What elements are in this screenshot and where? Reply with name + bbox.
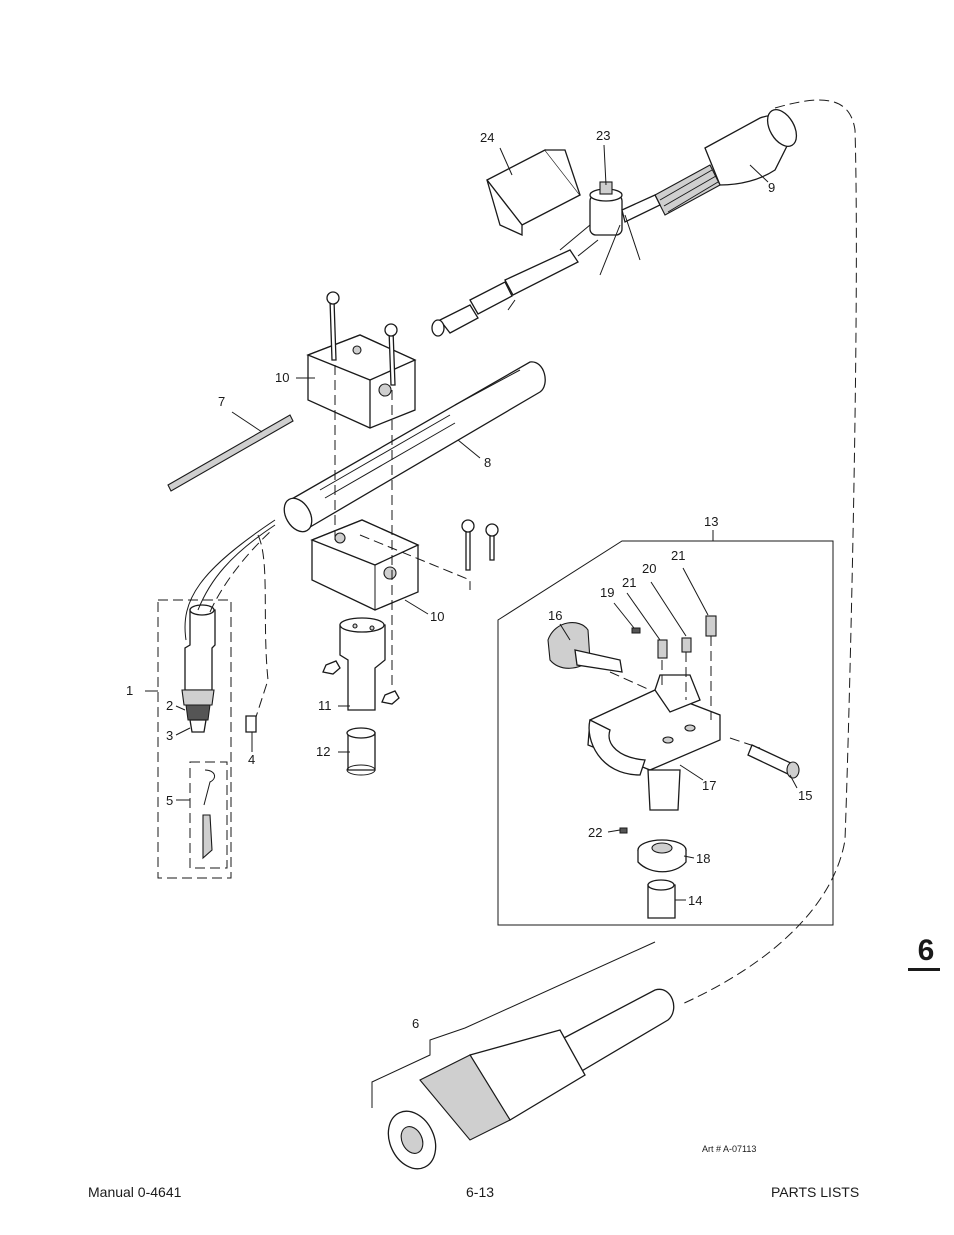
callout-8: 8 — [484, 455, 491, 470]
footer-page-number: 6-13 — [466, 1184, 495, 1200]
callout-5: 5 — [166, 793, 173, 808]
art-number: Art # A-07113 — [702, 1144, 756, 1154]
leader-lines — [145, 144, 798, 901]
callout-12: 12 — [316, 744, 330, 759]
callout-16: 16 — [548, 608, 562, 623]
callout-7: 7 — [218, 394, 225, 409]
part-13-mount-group — [497, 540, 834, 926]
callout-23: 23 — [596, 128, 610, 143]
callout-18: 18 — [696, 851, 710, 866]
callout-17: 17 — [702, 778, 716, 793]
footer-section-title: PARTS LISTS — [771, 1184, 860, 1200]
part-11-mounting-post — [322, 617, 400, 711]
part-12-sleeve — [346, 727, 376, 776]
callout-4: 4 — [248, 752, 255, 767]
callout-13: 13 — [704, 514, 718, 529]
part-10-lower-clamp — [310, 519, 499, 611]
part-23-solenoid-valve — [559, 181, 661, 276]
part-7-rod — [167, 414, 294, 492]
valve-shaft-assembly — [431, 239, 599, 337]
callout-10-upper: 10 — [275, 370, 289, 385]
callout-15: 15 — [798, 788, 812, 803]
callout-1: 1 — [126, 683, 133, 698]
callout-10-lower: 10 — [430, 609, 444, 624]
callout-24: 24 — [480, 130, 494, 145]
part-24-cover — [486, 149, 581, 237]
callout-labels: 24 23 9 10 7 8 13 21 20 21 19 16 10 1 2 … — [126, 128, 812, 1154]
part-6-hose-fitting — [371, 941, 675, 1170]
callout-6: 6 — [412, 1016, 419, 1031]
callout-9: 9 — [768, 180, 775, 195]
footer-manual-number: Manual 0-4641 — [88, 1184, 182, 1200]
part-1-torch-head-group — [157, 519, 276, 879]
part-9-hose-connector — [654, 109, 798, 216]
callout-3: 3 — [166, 728, 173, 743]
hose-dashed-path — [679, 99, 857, 1006]
section-tab-number: 6 — [917, 934, 935, 967]
part-10-upper-clamp — [306, 291, 417, 429]
callout-2: 2 — [166, 698, 173, 713]
part-8-torch-barrel — [283, 361, 546, 533]
callout-14: 14 — [688, 893, 702, 908]
callout-19: 19 — [600, 585, 614, 600]
callout-22: 22 — [588, 825, 602, 840]
callout-11: 11 — [318, 698, 332, 713]
callout-20: 20 — [642, 561, 656, 576]
section-tab-underline — [908, 968, 940, 971]
callout-21-left: 21 — [622, 575, 636, 590]
callout-21-right: 21 — [671, 548, 685, 563]
